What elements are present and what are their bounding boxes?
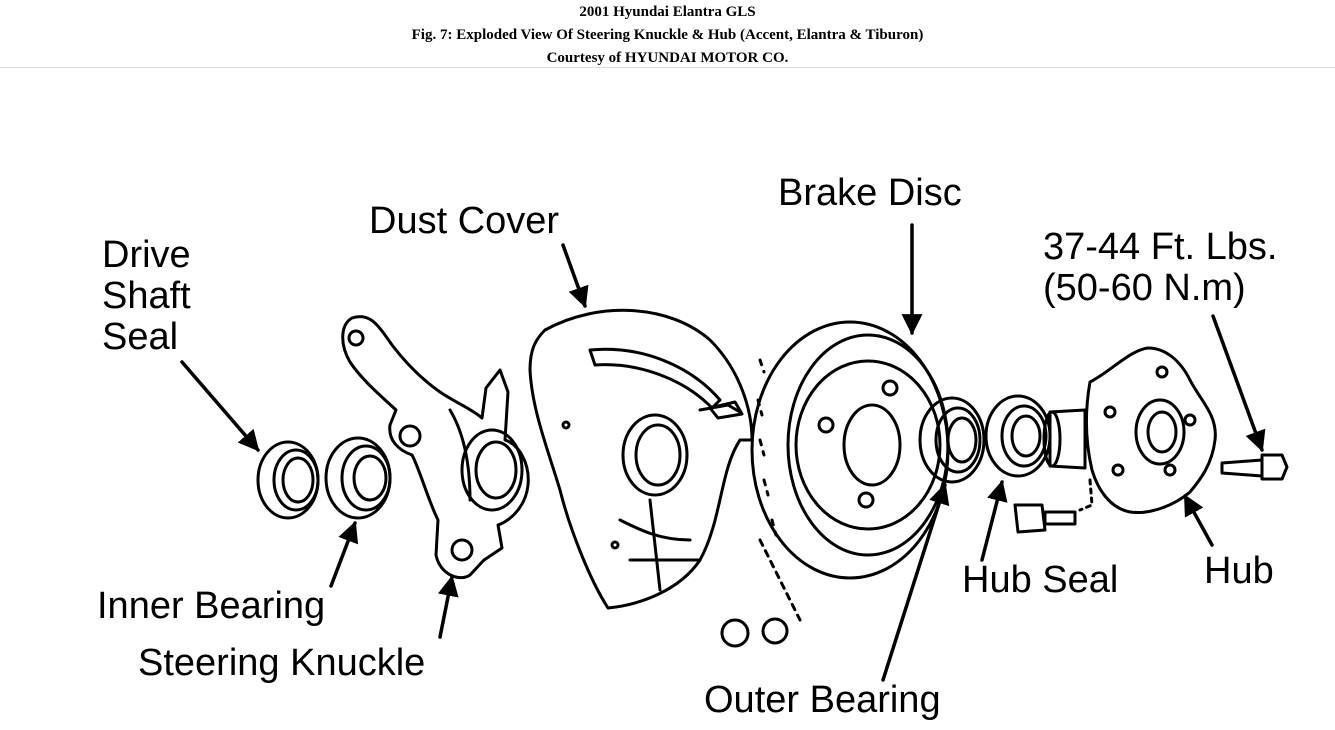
hardware-parts: [708, 400, 1289, 648]
arrow-dust-cover: [561, 243, 589, 308]
arrow-hub: [1183, 494, 1214, 547]
label-dust-cover: Dust Cover: [369, 200, 560, 242]
arrow-outer-bearing: [881, 482, 950, 682]
dust-cover-part: [528, 308, 754, 610]
leader-arrows: [180, 223, 1266, 682]
exploded-view-diagram: [180, 223, 1289, 682]
drive-shaft-seal-part: [256, 440, 320, 520]
figure-caption: Fig. 7: Exploded View Of Steering Knuckl…: [411, 27, 924, 43]
arrow-steering-knuckle: [437, 574, 459, 639]
outer-bearing-part: [918, 396, 986, 484]
label-steering-knuckle: Steering Knuckle: [138, 642, 426, 684]
arrow-hub-bolt: [1211, 314, 1266, 452]
label-torque-ft-lbs: 37-44 Ft. Lbs.: [1043, 226, 1278, 268]
label-hub-seal: Hub Seal: [962, 559, 1119, 601]
label-hub: Hub: [1204, 550, 1274, 592]
courtesy-line: Courtesy of HYUNDAI MOTOR CO.: [546, 50, 789, 66]
label-brake-disc: Brake Disc: [778, 172, 962, 214]
inner-bearing-part: [324, 436, 392, 520]
arrow-drive-shaft-seal: [180, 360, 260, 452]
brake-disc-part: [750, 320, 950, 580]
hub-seal-part: [984, 394, 1052, 478]
vehicle-title: 2001 Hyundai Elantra GLS: [579, 4, 756, 20]
label-drive-shaft-seal: Drive Shaft Seal: [102, 234, 191, 358]
label-outer-bearing: Outer Bearing: [704, 679, 941, 721]
label-torque-nm: (50-60 N.m): [1043, 267, 1246, 309]
arrow-inner-bearing: [329, 521, 359, 588]
arrow-hub-seal: [980, 479, 1008, 562]
label-inner-bearing: Inner Bearing: [97, 585, 326, 627]
steering-knuckle-part: [341, 315, 530, 580]
figure-header: 2001 Hyundai Elantra GLS Fig. 7: Explode…: [0, 0, 1335, 68]
hub-part: [1042, 346, 1217, 515]
